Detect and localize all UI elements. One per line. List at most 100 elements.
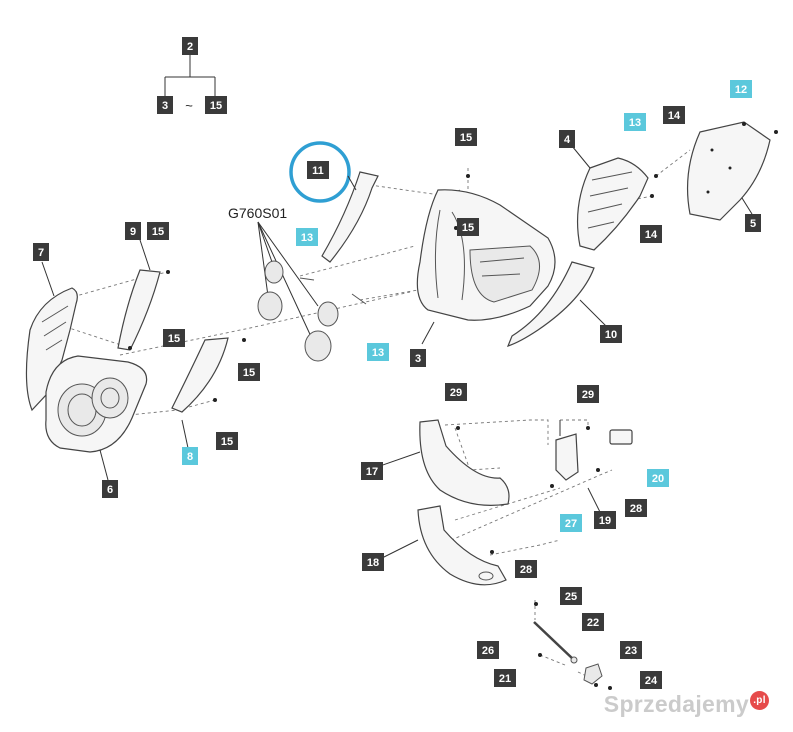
fastener-dots [128,122,778,690]
svg-text:22: 22 [587,617,599,629]
group-code-label: G760S01 [228,205,287,221]
svg-text:3: 3 [415,353,421,365]
front-fairing [416,189,556,321]
svg-text:29: 29 [450,387,462,399]
svg-text:14: 14 [668,110,681,122]
inner-panel [686,121,771,221]
callout-19: 19 [594,511,616,529]
svg-text:11: 11 [312,165,324,177]
svg-text:10: 10 [605,329,617,341]
callout-7: 7 [33,243,49,261]
clip-part [609,429,633,445]
side-bracket-part [321,171,379,263]
svg-text:14: 14 [645,229,658,241]
svg-text:15: 15 [210,100,222,112]
watermark-text: Sprzedajemy [603,691,749,717]
hardware-parts [533,621,603,687]
svg-text:15: 15 [462,222,474,234]
callout-3: 3 [410,349,426,367]
left-side-strip [117,269,161,351]
callout-23: 23 [620,641,642,659]
callout-20: 20 [647,469,669,487]
callout-15-d: 15 [216,432,238,450]
svg-text:2: 2 [187,41,193,53]
callout-5: 5 [745,214,761,232]
group-code-leaders [257,221,319,344]
svg-text:15: 15 [243,367,255,379]
range-tilde: ~ [185,98,193,113]
svg-text:15: 15 [152,226,164,238]
callout-15-a: 15 [147,222,169,240]
svg-text:18: 18 [367,557,379,569]
fairing-trim [506,261,595,347]
front-grille [576,157,649,251]
callout-9: 9 [125,222,141,240]
svg-text:29: 29 [582,389,594,401]
svg-text:19: 19 [599,515,611,527]
callout-10: 10 [600,325,622,343]
range-from-label: 3 [157,96,173,114]
callout-29-a: 29 [445,383,467,401]
upper-lower-cover [419,419,510,506]
watermark: Sprzedajemy.pl [604,691,769,718]
mounting-bracket [555,433,579,481]
range-to-label: 15 [205,96,227,114]
callout-15-e: 15 [455,128,477,146]
svg-text:12: 12 [735,84,747,96]
callout-17: 17 [361,462,383,480]
svg-text:26: 26 [482,645,494,657]
svg-text:15: 15 [460,132,472,144]
svg-text:13: 13 [301,232,313,244]
svg-text:17: 17 [366,466,378,478]
callout-15-c: 15 [238,363,260,381]
callout-6: 6 [102,480,118,498]
callout-11: 11 [307,161,329,179]
svg-text:7: 7 [38,247,44,259]
svg-text:15: 15 [168,333,180,345]
bottom-cover [417,505,507,586]
callout-13-a: 13 [296,228,318,246]
svg-text:3: 3 [162,100,168,112]
callout-15-b: 15 [163,329,185,347]
callout-8: 8 [182,447,198,465]
callout-4: 4 [559,130,575,148]
range-top-label: 2 [182,37,198,55]
svg-text:4: 4 [564,134,571,146]
svg-text:13: 13 [629,117,641,129]
svg-text:25: 25 [565,591,577,603]
callout-18: 18 [362,553,384,571]
svg-text:15: 15 [221,436,233,448]
svg-text:6: 6 [107,484,113,496]
svg-text:28: 28 [520,564,532,576]
callout-24: 24 [640,671,662,689]
svg-text:5: 5 [750,218,756,230]
svg-text:23: 23 [625,645,637,657]
callout-25: 25 [560,587,582,605]
callout-14-b: 14 [640,225,662,243]
headlight-housing [25,287,148,453]
svg-text:13: 13 [372,347,384,359]
callout-leaders [41,145,753,559]
callout-21: 21 [494,669,516,687]
svg-text:8: 8 [187,451,193,463]
callout-15-f: 15 [457,218,479,236]
callout-13-c: 13 [624,113,646,131]
highlight-circle [289,141,351,203]
svg-text:20: 20 [652,473,664,485]
callout-27: 27 [560,514,582,532]
headlight-lamps [257,260,367,362]
callout-29-b: 29 [577,385,599,403]
watermark-badge: .pl [750,691,769,710]
callout-26: 26 [477,641,499,659]
svg-text:21: 21 [499,673,511,685]
range-bracket: 2 3 ~ 15 [157,37,227,114]
callout-14-a: 14 [663,106,685,124]
callout-13-b: 13 [367,343,389,361]
svg-text:28: 28 [630,503,642,515]
callout-22: 22 [582,613,604,631]
svg-text:24: 24 [645,675,658,687]
svg-text:27: 27 [565,518,577,530]
callout-12: 12 [730,80,752,98]
callout-28-b: 28 [515,560,537,578]
